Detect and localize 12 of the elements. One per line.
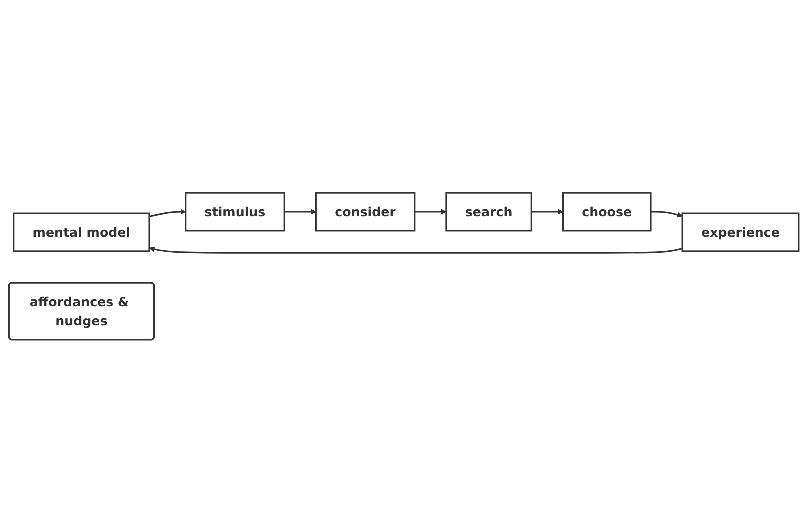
arrow <box>531 208 563 214</box>
node-box: stimulus <box>184 192 285 232</box>
arrow <box>284 208 316 214</box>
arrow <box>148 246 682 254</box>
arrow <box>148 208 186 218</box>
node-box: consider <box>314 192 416 232</box>
node-box: experience <box>681 212 800 252</box>
node-box: mental model <box>12 212 150 252</box>
arrow <box>650 210 682 218</box>
node-box: search <box>445 192 532 232</box>
node-box: choose <box>562 192 652 232</box>
arrow <box>414 208 446 214</box>
